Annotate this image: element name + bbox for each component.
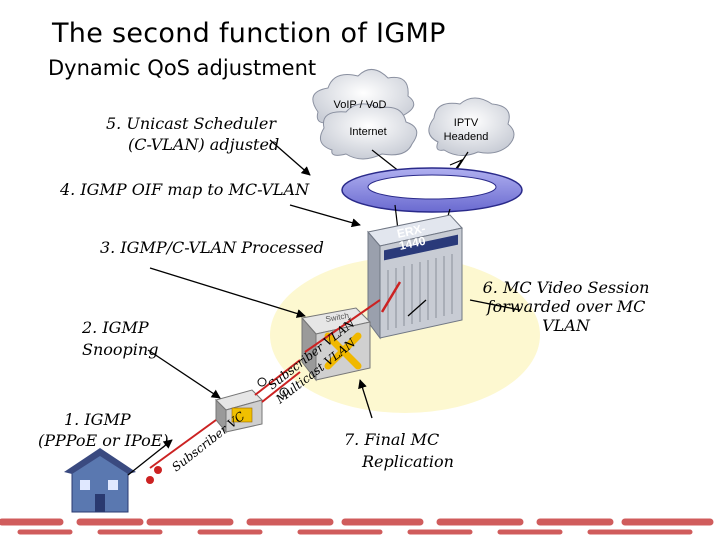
cloud-internet xyxy=(319,103,418,160)
router-label-line1: ERX- xyxy=(396,221,427,241)
page-title: The second function of IGMP xyxy=(52,18,446,49)
router-label-line2: 1440 xyxy=(398,234,427,253)
step-5-line1: 5. Unicast Scheduler xyxy=(106,114,276,133)
step-7-line2: Replication xyxy=(362,452,454,471)
cloud-internet-label: Internet xyxy=(349,126,386,138)
access-node xyxy=(215,389,263,434)
step-1-line2: (PPPoE or IPoE) xyxy=(38,431,169,450)
step-6: 6. MC Video Session forwarded over MC VL… xyxy=(466,278,666,335)
step-6-line3: VLAN xyxy=(542,316,590,335)
step-7-line1: 7. Final MC xyxy=(344,430,440,449)
step-6-line1: 6. MC Video Session xyxy=(482,278,650,297)
backbone-ring xyxy=(341,167,523,213)
router-erx-1440 xyxy=(367,214,463,340)
step-5-line2: (C-VLAN) adjusted xyxy=(128,135,280,154)
step-2-line2: Snooping xyxy=(82,340,159,359)
cloud-iptv-headend xyxy=(428,97,515,156)
cloud-iptv-label-line2: Headend xyxy=(444,131,489,143)
cloud-iptv-label-line1: IPTV xyxy=(454,117,479,129)
switch-label: Switch xyxy=(325,311,350,324)
step-4: 4. IGMP OIF map to MC-VLAN xyxy=(60,180,310,199)
step-6-line2: forwarded over MC xyxy=(486,297,646,316)
subscriber-vc-label: Subscriber VC xyxy=(169,409,247,474)
page-subtitle: Dynamic QoS adjustment xyxy=(48,56,317,80)
cloud-voip-label: VoIP / VoD xyxy=(333,99,386,111)
watermark xyxy=(0,516,720,540)
step-2-line1: 2. IGMP xyxy=(82,318,149,337)
step-1-line1: 1. IGMP xyxy=(64,410,131,429)
step-3: 3. IGMP/C-VLAN Processed xyxy=(100,238,324,257)
subscriber-house xyxy=(64,448,136,513)
ethernet-switch xyxy=(301,307,371,382)
